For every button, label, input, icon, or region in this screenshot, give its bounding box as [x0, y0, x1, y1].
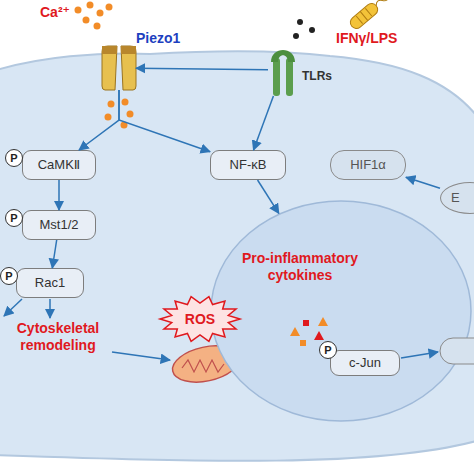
signal-arrow: [52, 240, 56, 268]
node-text: ROS: [185, 311, 215, 327]
process-oval: E: [440, 182, 474, 214]
node-text: Rac1: [35, 276, 65, 291]
calcium-ion: [106, 4, 113, 11]
node-text: TLRs: [302, 70, 332, 84]
bacterium-stripes: [356, 8, 373, 25]
cytokine-square: [303, 320, 309, 326]
calcium-ion: [94, 23, 101, 30]
ligand-dot: [297, 19, 303, 25]
node-text: c-Jun: [349, 356, 381, 371]
signal-arrow: [254, 96, 274, 150]
process-box: Mst1/2: [22, 210, 96, 240]
node-text: Pro-inflammatory cytokines: [242, 250, 358, 284]
mitochondrion-cristae: [182, 360, 224, 372]
channel-band: [121, 46, 136, 54]
bacterium: [348, 0, 392, 31]
calcium-ion: [97, 10, 104, 17]
process-box: HIF1α: [330, 150, 406, 180]
channel-half: [102, 46, 117, 90]
process-box: c-Jun: [330, 350, 400, 376]
cytokine-triangle: [318, 317, 328, 326]
process-label: Cytoskeletal remodeling: [2, 320, 114, 354]
bacterium-body: [348, 1, 380, 31]
node-text: HIF1α: [350, 158, 386, 173]
process-box: NF-κB: [210, 150, 286, 180]
nucleus-shape: [210, 200, 472, 422]
partial-box: [440, 338, 474, 364]
ion-channel-shape: [102, 46, 136, 90]
ligand-dots: [293, 19, 315, 39]
receptor-leg: [273, 58, 280, 96]
calcium-ion: [108, 101, 115, 108]
ion-label: Ca²⁺: [40, 4, 70, 21]
calcium-ion: [83, 17, 90, 24]
ligand-dot: [293, 33, 299, 39]
calcium-ions: [75, 2, 134, 129]
burst-outline: [160, 297, 240, 342]
cytokine-symbols: [290, 317, 328, 346]
signal-arrow: [406, 177, 440, 188]
calcium-ion: [87, 2, 94, 9]
bacterium-flagellum: [375, 0, 390, 8]
ligand-dot: [309, 27, 315, 33]
cell-body: [0, 51, 474, 461]
pathway-arrows: [4, 299, 438, 360]
process-box: Rac1: [16, 268, 84, 298]
signal-arrow: [79, 90, 119, 150]
node-text: Piezo1: [136, 30, 180, 46]
cytokine-triangle: [314, 331, 324, 340]
node-text: NF-κB: [230, 158, 267, 173]
ion-channel: Piezo1: [102, 46, 136, 90]
pathway-arrow: [401, 352, 438, 358]
phospho-mark: P: [0, 267, 18, 285]
process-box: CaMKⅡ: [22, 150, 96, 180]
receptor-shape: [268, 44, 298, 96]
receptor-arch: [271, 50, 295, 62]
signal-arrow: [119, 90, 210, 152]
signal-arrow: [58, 180, 60, 210]
pathway-arrow: [112, 352, 170, 360]
stimulus-label: IFNγ/LPS: [336, 30, 397, 47]
node-text: Mst1/2: [39, 218, 78, 233]
cytokine-square: [300, 340, 306, 346]
phospho-mark: P: [5, 209, 23, 227]
channel-half: [121, 46, 136, 90]
signal-arrow: [258, 180, 279, 213]
calcium-ion: [121, 122, 128, 129]
node-text: CaMKⅡ: [38, 158, 81, 173]
calcium-ion: [105, 114, 112, 121]
calcium-ion: [127, 111, 134, 118]
channel-band: [102, 46, 117, 54]
pathway-arrow: [4, 299, 22, 316]
pathway-arrow: [49, 299, 51, 318]
phospho-mark: P: [5, 149, 23, 167]
signal-arrow: [136, 68, 268, 70]
calcium-ion: [122, 99, 129, 106]
nucleus-outline: [211, 201, 471, 421]
nucleus: Pro-inflammatory cytokines c-Jun: [210, 200, 472, 422]
burst-shape: ROS: [160, 296, 240, 342]
receptor-leg: [286, 58, 293, 96]
node-text: E: [451, 191, 460, 206]
receptor: TLRs: [268, 44, 298, 96]
cytokine-triangle: [290, 327, 300, 336]
phospho-mark: P: [319, 341, 337, 359]
calcium-ion: [75, 7, 82, 14]
